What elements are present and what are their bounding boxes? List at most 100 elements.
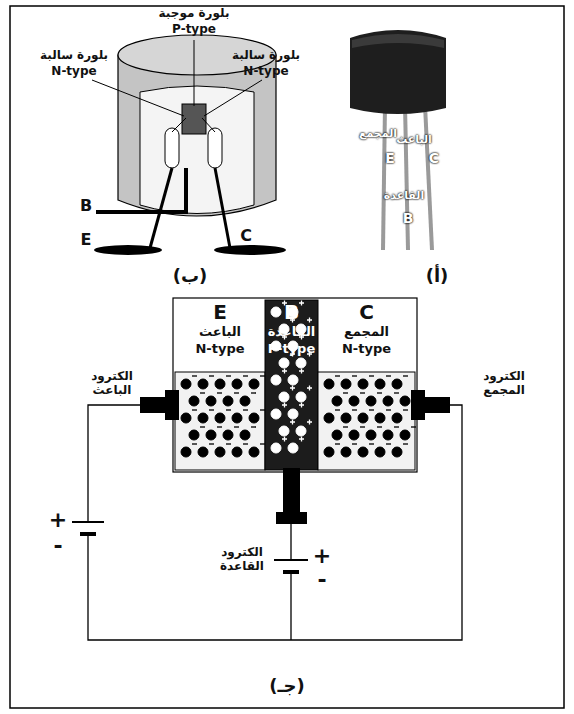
charge-sign [209,375,214,376]
charge-sign [369,375,374,376]
carrier-dot [189,396,199,406]
part-label: الكترود المجمع [476,370,532,398]
wire [290,572,291,640]
electron [341,376,357,389]
electron [332,393,348,406]
carrier-dot [249,379,259,389]
charge-sign [335,375,340,376]
charge-sign [217,392,222,393]
carrier-dot [215,447,225,457]
electron [215,410,231,423]
charge-sign [260,443,265,444]
carrier-dot [206,396,216,406]
carrier-dot [358,447,368,457]
charge-sign [335,409,340,410]
carrier-dot [383,430,393,440]
hole [271,403,287,420]
electron [249,444,265,457]
part-label: - [317,567,326,592]
part-label: بلورة سالبة [232,49,300,63]
crystal-region: EالباعثN-type [175,300,265,372]
carrier-dot [232,413,242,423]
electron [215,376,231,389]
carrier-dot [189,430,199,440]
bond-wire [172,118,186,132]
part-label: (جـ) [269,676,305,697]
hole [271,369,287,386]
electron [366,427,382,440]
emitter-pin [94,245,162,255]
part-label: الكترود الباعث [84,370,140,398]
charge-sign [352,375,357,376]
carrier-dot [232,379,242,389]
electron [181,410,197,423]
carrier-dot [181,379,191,389]
electron [189,393,205,406]
carrier-dot [206,430,216,440]
electron [198,410,214,423]
electron [232,410,248,423]
electron [349,393,365,406]
electron [198,376,214,389]
carrier-dot [198,447,208,457]
electron [189,427,205,440]
charge-sign [377,392,382,393]
carrier-dot [279,426,289,436]
charge-sign [251,392,256,393]
charge-sign [226,443,231,444]
electron [324,444,340,457]
hole [279,386,295,403]
charge-sign [335,443,340,444]
charge-sign [386,375,391,376]
carrier-dot [271,375,281,385]
carrier-dot [375,379,385,389]
carrier-dot [392,447,402,457]
charge-sign [386,443,391,444]
electron [324,410,340,423]
charge-sign [192,443,197,444]
carrier-dot [279,392,289,402]
hole [288,437,304,454]
carrier-dot [198,413,208,423]
carrier-dot [341,447,351,457]
carrier-dot [198,379,208,389]
hole [296,420,312,437]
region-name: المجمع [344,324,389,341]
charge-sign [192,375,197,376]
carrier-dot [341,379,351,389]
electron [392,444,408,457]
electron [206,393,222,406]
collector-lead [215,168,230,248]
electron [375,376,391,389]
electron [392,410,408,423]
charge-sign [343,426,348,427]
hole [288,403,304,420]
charge-sign [251,426,256,427]
base-lead [96,168,186,212]
carrier-dot [358,379,368,389]
emitter-lead [150,168,172,248]
electron [392,376,408,389]
carrier-dot [240,396,250,406]
region-letter: E [213,300,227,324]
carrier-dot [324,379,334,389]
electron [358,444,374,457]
bond-wire [202,118,215,132]
hole [288,369,304,386]
charge-sign [192,409,197,410]
leader-line [204,80,262,116]
carrier-dot [223,430,233,440]
part-label: - [53,533,62,558]
electron [249,376,265,389]
carrier-dot [181,413,191,423]
carrier-dot [324,413,334,423]
part-label: بلورة موجبة [159,7,230,21]
charge-sign [307,318,312,323]
electron [223,427,239,440]
carrier-dot [279,358,289,368]
electron [400,427,416,440]
electron [341,410,357,423]
